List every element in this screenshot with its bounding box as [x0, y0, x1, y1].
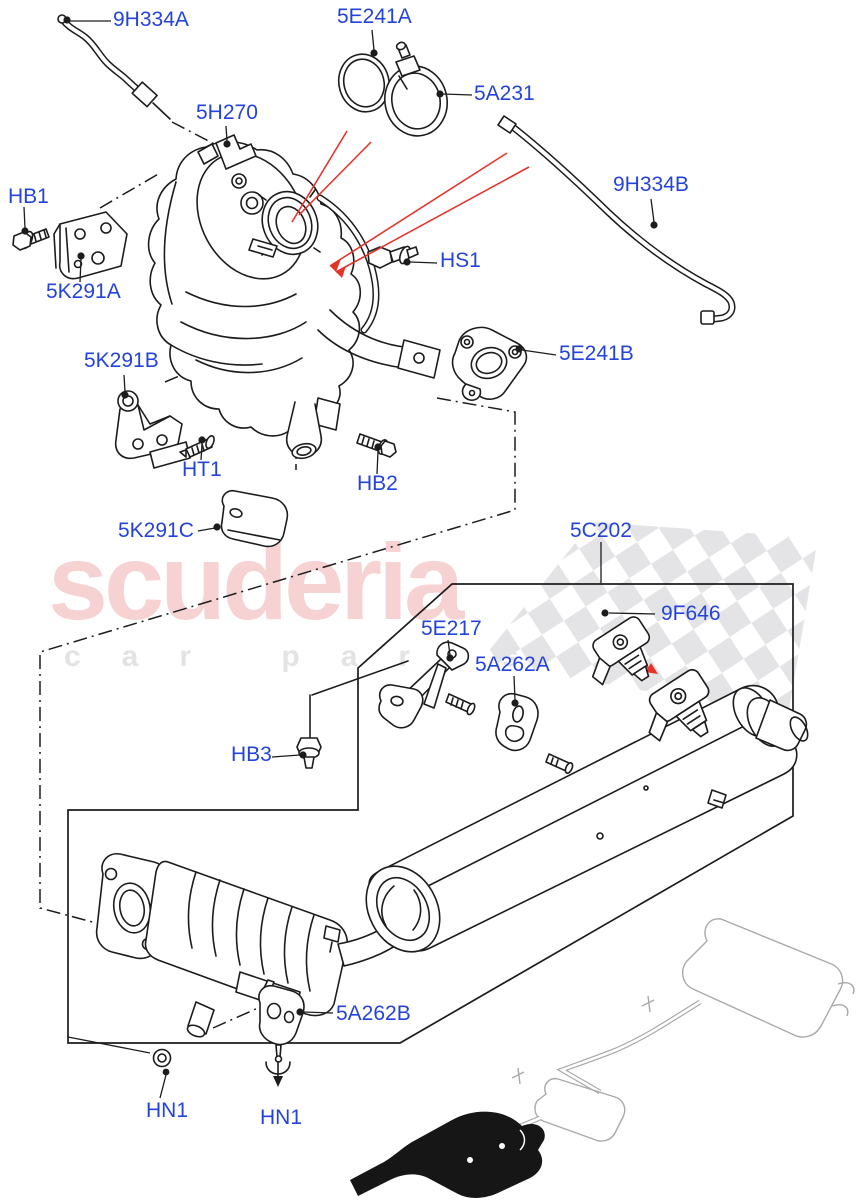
bracket-5e217-drawing: [378, 641, 470, 729]
part-label-hb2[interactable]: HB2: [357, 472, 398, 495]
catalytic-converter-drawing: [147, 134, 441, 460]
part-label-5e217[interactable]: 5E217: [421, 617, 482, 640]
part-label-ht1[interactable]: HT1: [182, 458, 222, 481]
gasket-5e241b-drawing: [451, 326, 528, 401]
mount-5a262b-drawing: [258, 979, 305, 1063]
part-label-hn1-mount[interactable]: HN1: [260, 1106, 303, 1129]
part-label-hn1-front[interactable]: HN1: [146, 1099, 189, 1122]
oxygen-sensor-1-drawing: [591, 616, 651, 686]
bracket-5k291a-drawing: [53, 211, 128, 280]
bracket-5k291b-drawing: [114, 390, 191, 469]
bolt-hb1-drawing: [12, 228, 50, 251]
part-label-5e241b[interactable]: 5E241B: [559, 342, 634, 365]
part-label-5a231[interactable]: 5A231: [474, 82, 535, 105]
highlight-lines: [291, 130, 658, 674]
part-label-hb3[interactable]: HB3: [231, 743, 272, 766]
tube-9h334a-drawing: [57, 14, 171, 120]
part-label-5c202[interactable]: 5C202: [570, 519, 632, 542]
oxygen-sensor-2-drawing: [648, 668, 710, 742]
vehicle-exhaust-locator-thumbnail: [350, 918, 855, 1198]
stud-bolt-upper-drawing: [445, 693, 476, 716]
shield-5k291c-drawing: [220, 489, 289, 548]
stud-bolt-lower-drawing: [545, 753, 574, 774]
part-label-5e241a[interactable]: 5E241A: [337, 5, 412, 28]
watermark-brand: scuderia: [48, 521, 464, 642]
assembly-5c202-boundary: [67, 583, 794, 1044]
bolt-hb3-drawing: [296, 660, 409, 769]
part-label-5k291c[interactable]: 5K291C: [118, 519, 194, 542]
part-label-9h334a[interactable]: 9H334A: [113, 8, 189, 31]
part-label-9h334b[interactable]: 9H334B: [613, 173, 689, 196]
leader-lines: [21, 16, 658, 1016]
muffler-drawing: [365, 684, 809, 953]
gasket-5e241a-drawing: [337, 53, 391, 113]
tube-9h334b-drawing: [497, 115, 736, 325]
part-label-5a262a[interactable]: 5A262A: [475, 653, 550, 676]
checkered-flag-watermark: [480, 522, 818, 716]
part-label-5h270[interactable]: 5H270: [196, 101, 258, 124]
sensor-hs1-drawing: [367, 245, 419, 269]
part-label-5k291b[interactable]: 5K291B: [84, 349, 159, 372]
nut-hn1-front-drawing: [67, 1036, 172, 1099]
kit-boundary-phantom: [39, 397, 516, 933]
mount-5a262a-drawing: [495, 692, 539, 752]
nut-hn1-mount-arrow: [265, 1061, 291, 1087]
part-label-5a262b[interactable]: 5A262B: [336, 1002, 411, 1025]
part-label-hb1[interactable]: HB1: [8, 185, 49, 208]
part-label-9f646[interactable]: 9F646: [661, 602, 721, 625]
part-label-hs1[interactable]: HS1: [440, 249, 481, 272]
part-label-5k291a[interactable]: 5K291A: [46, 280, 121, 303]
